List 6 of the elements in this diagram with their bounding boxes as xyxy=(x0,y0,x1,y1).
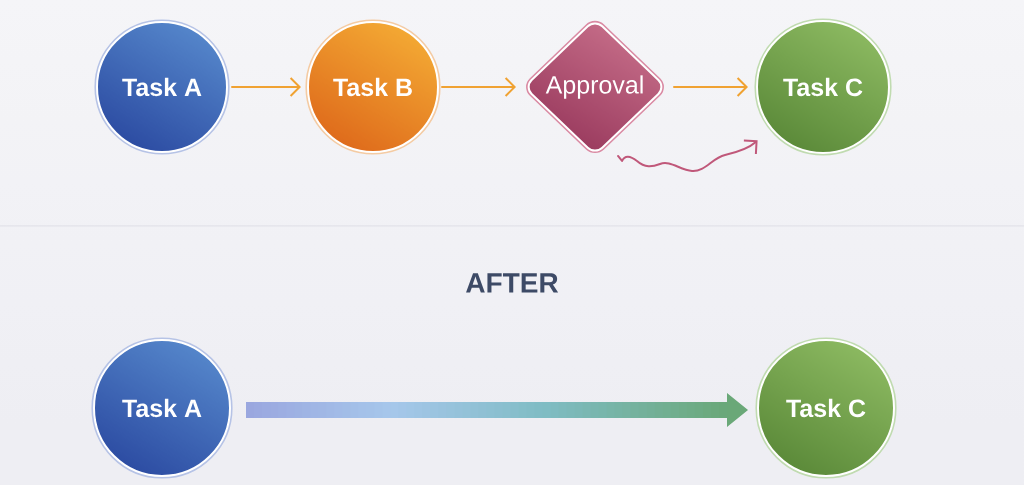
arrow xyxy=(617,139,758,172)
section-heading: AFTER xyxy=(466,273,559,293)
arrow xyxy=(441,77,516,97)
arrow xyxy=(231,77,301,97)
arrow xyxy=(673,77,748,97)
arrow xyxy=(246,393,748,427)
